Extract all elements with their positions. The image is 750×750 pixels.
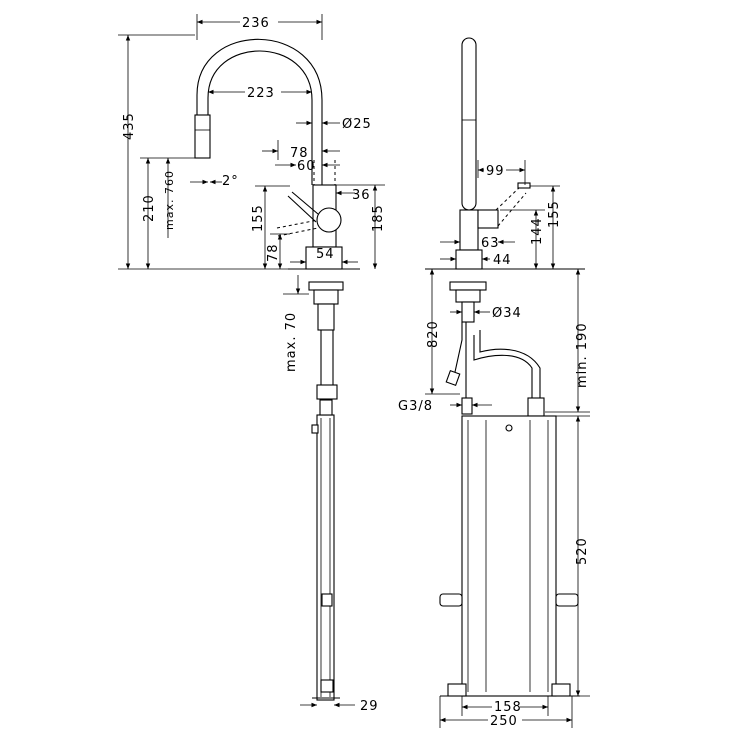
side-dimensions: 99 144 155 63 44 820 Ø34 min. 190 G3/8 [398, 160, 590, 729]
side-base [455, 249, 483, 270]
front-nut [308, 281, 344, 291]
dim-435: 435 [122, 112, 137, 140]
side-view-faucet [425, 37, 585, 697]
front-spout-outer [196, 38, 323, 185]
dim-max70: max. 70 [284, 312, 299, 372]
front-spray-head [194, 114, 211, 159]
side-hose-connector [527, 397, 545, 417]
dim-63: 63 [481, 236, 500, 251]
dim-29: 29 [360, 699, 379, 714]
dim-250: 250 [490, 714, 518, 729]
dim-78-top: 78 [290, 146, 309, 161]
front-lever [291, 191, 319, 215]
front-lever-hub [316, 207, 342, 233]
dim-min190: min. 190 [575, 322, 590, 388]
dim-155-front: 155 [251, 204, 266, 232]
dim-520: 520 [575, 537, 590, 565]
dim-820: 820 [426, 320, 441, 348]
dim-angle: 2° [222, 174, 239, 189]
dim-155-side: 155 [547, 200, 562, 228]
dim-158: 158 [494, 700, 522, 715]
side-hose-box [461, 415, 557, 697]
dim-d25: Ø25 [342, 117, 372, 132]
side-nut [449, 281, 487, 291]
side-clamp-left [439, 593, 463, 607]
dim-44: 44 [493, 253, 512, 268]
dim-210: 210 [142, 194, 157, 222]
dim-54: 54 [316, 247, 335, 262]
dim-236: 236 [242, 16, 270, 31]
dim-d34: Ø34 [492, 306, 522, 321]
dim-60: 60 [297, 159, 316, 174]
front-dimensions: 236 223 Ø25 78 60 2° 435 210 max. 760 [118, 14, 386, 714]
side-body [459, 209, 479, 251]
dim-223: 223 [247, 86, 275, 101]
dim-g38: G3/8 [398, 399, 433, 414]
dim-78-front: 78 [266, 243, 281, 262]
dim-max760: max. 760 [163, 170, 176, 230]
dim-185: 185 [371, 204, 386, 232]
side-spout [461, 37, 477, 211]
front-view-faucet [194, 38, 360, 701]
side-clamp-right [555, 593, 579, 607]
dim-99: 99 [486, 164, 505, 179]
side-lever-block [477, 209, 499, 229]
front-hose-box [316, 414, 335, 701]
dim-36: 36 [352, 188, 371, 203]
front-spout-inner [207, 50, 313, 185]
dim-144: 144 [530, 217, 545, 245]
